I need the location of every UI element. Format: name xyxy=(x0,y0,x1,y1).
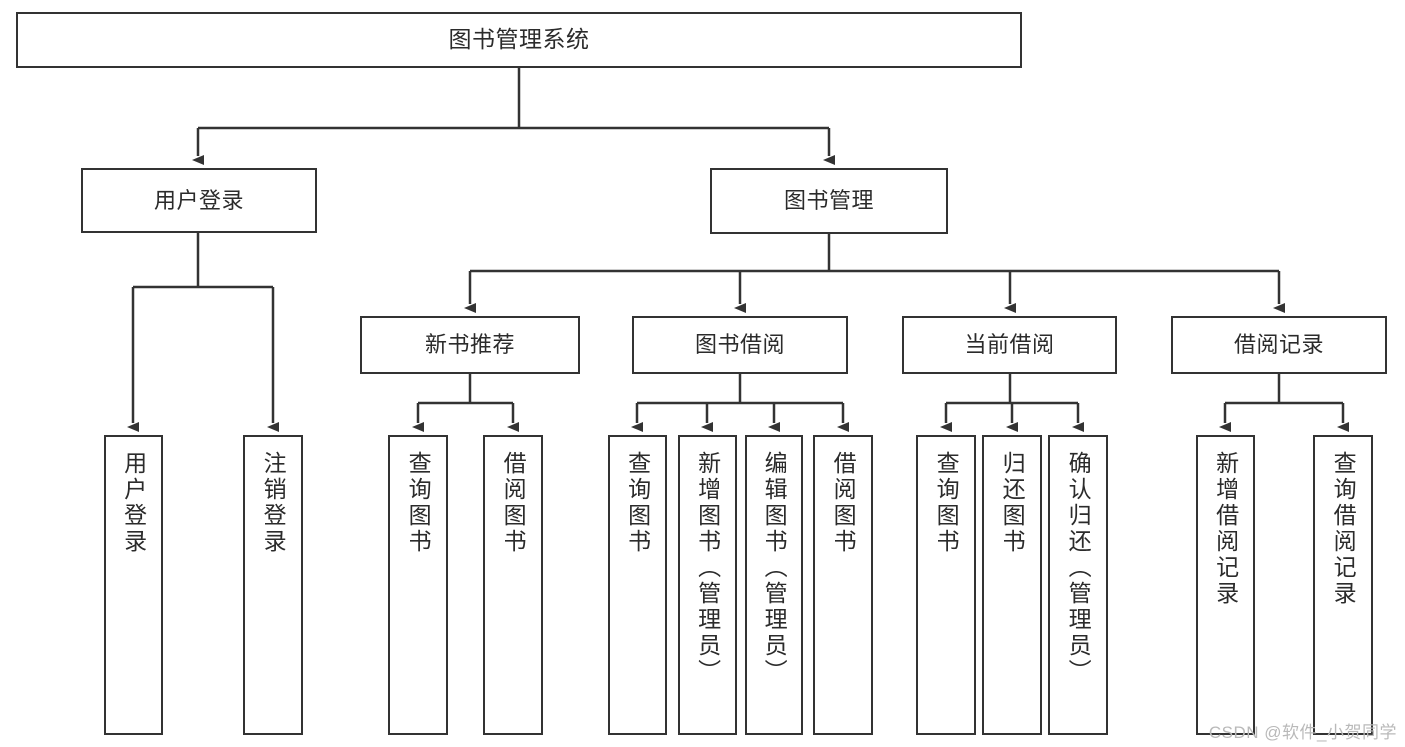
node-leaf-query-book-recommend[interactable]: 查询图书 xyxy=(388,435,448,735)
node-book-management[interactable]: 图书管理 xyxy=(710,168,948,234)
node-label: 编辑图书（管理员） xyxy=(761,451,788,685)
watermark: CSDN @软件_小贺同学 xyxy=(1208,723,1397,742)
node-user-login[interactable]: 用户登录 xyxy=(81,168,317,233)
node-label: 图书管理系统 xyxy=(448,26,590,53)
node-new-book-recommend[interactable]: 新书推荐 xyxy=(360,316,580,374)
node-leaf-return-book[interactable]: 归还图书 xyxy=(982,435,1042,735)
node-label: 当前借阅 xyxy=(964,332,1055,358)
node-leaf-query-borrow-record[interactable]: 查询借阅记录 xyxy=(1313,435,1373,735)
node-book-management-system[interactable]: 图书管理系统 xyxy=(16,12,1022,68)
node-label: 新增借阅记录 xyxy=(1212,451,1239,607)
node-leaf-borrow-book[interactable]: 借阅图书 xyxy=(813,435,873,735)
node-label: 归还图书 xyxy=(999,451,1026,555)
node-label: 用户登录 xyxy=(120,451,147,555)
node-label: 查询图书 xyxy=(624,451,651,555)
node-leaf-add-book[interactable]: 新增图书（管理员） xyxy=(678,435,737,735)
node-label: 借阅图书 xyxy=(830,451,857,555)
node-label: 借阅记录 xyxy=(1233,332,1324,358)
node-label: 查询借阅记录 xyxy=(1330,451,1357,607)
node-leaf-edit-book[interactable]: 编辑图书（管理员） xyxy=(745,435,803,735)
node-label: 图书管理 xyxy=(783,188,874,214)
node-label: 查询图书 xyxy=(933,451,960,555)
node-borrow-record[interactable]: 借阅记录 xyxy=(1171,316,1387,374)
node-leaf-add-borrow-record[interactable]: 新增借阅记录 xyxy=(1196,435,1255,735)
node-current-borrow[interactable]: 当前借阅 xyxy=(902,316,1117,374)
node-book-borrow[interactable]: 图书借阅 xyxy=(632,316,848,374)
node-leaf-confirm-return[interactable]: 确认归还（管理员） xyxy=(1048,435,1108,735)
node-label: 查询图书 xyxy=(405,451,432,555)
node-leaf-query-book-borrow[interactable]: 查询图书 xyxy=(608,435,667,735)
node-leaf-user-login[interactable]: 用户登录 xyxy=(104,435,163,735)
node-label: 确认归还（管理员） xyxy=(1065,451,1092,685)
node-label: 借阅图书 xyxy=(500,451,527,555)
node-leaf-borrow-book-recommend[interactable]: 借阅图书 xyxy=(483,435,543,735)
node-label: 注销登录 xyxy=(260,451,287,555)
node-label: 图书借阅 xyxy=(694,332,785,358)
node-label: 用户登录 xyxy=(153,187,244,213)
node-leaf-query-book-current[interactable]: 查询图书 xyxy=(916,435,976,735)
node-label: 新书推荐 xyxy=(424,332,515,358)
node-leaf-user-logout[interactable]: 注销登录 xyxy=(243,435,303,735)
node-label: 新增图书（管理员） xyxy=(694,451,721,685)
